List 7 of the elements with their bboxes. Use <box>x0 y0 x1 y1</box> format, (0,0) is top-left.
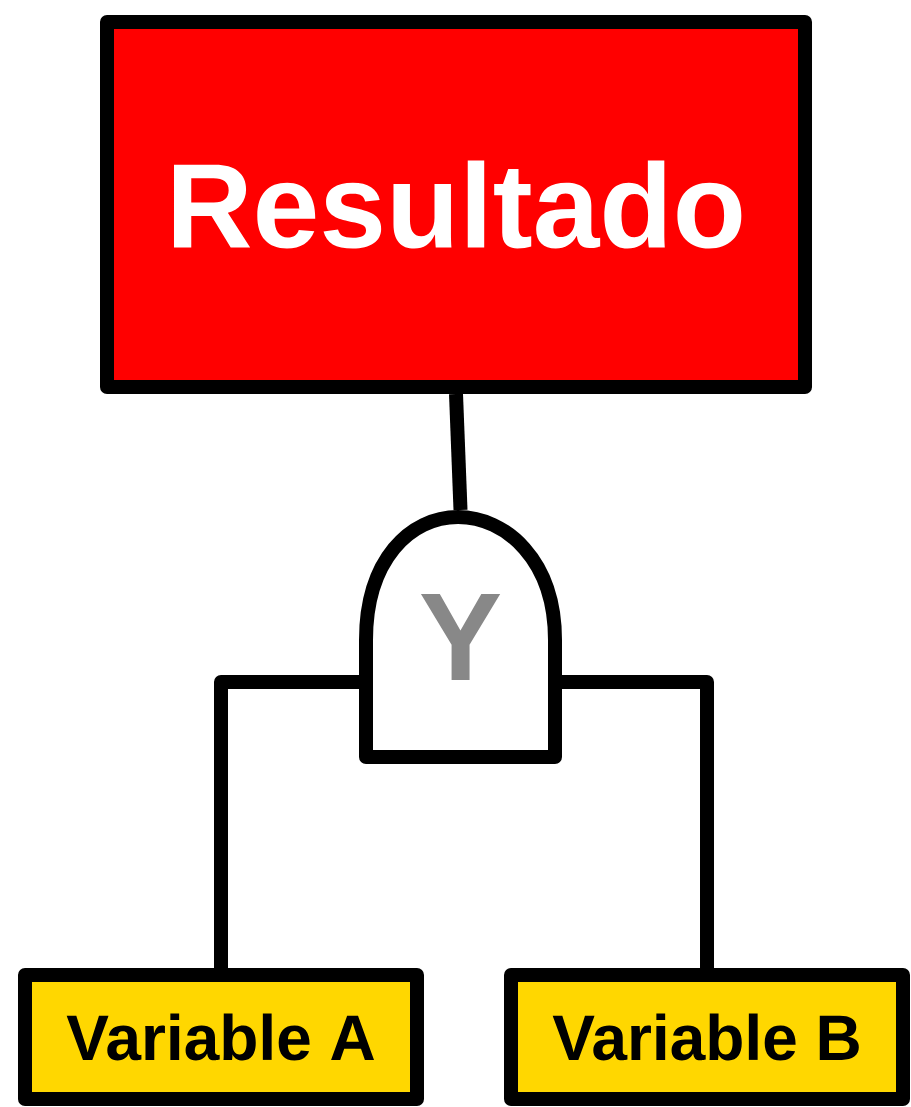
variable-box: Variable A <box>18 968 424 1106</box>
and-gate: Y <box>359 510 562 764</box>
connector-line <box>562 675 714 968</box>
result-box: Resultado <box>100 15 812 394</box>
connector-line <box>449 393 468 511</box>
connector-line <box>214 675 359 968</box>
variable-box: Variable B <box>504 968 910 1106</box>
